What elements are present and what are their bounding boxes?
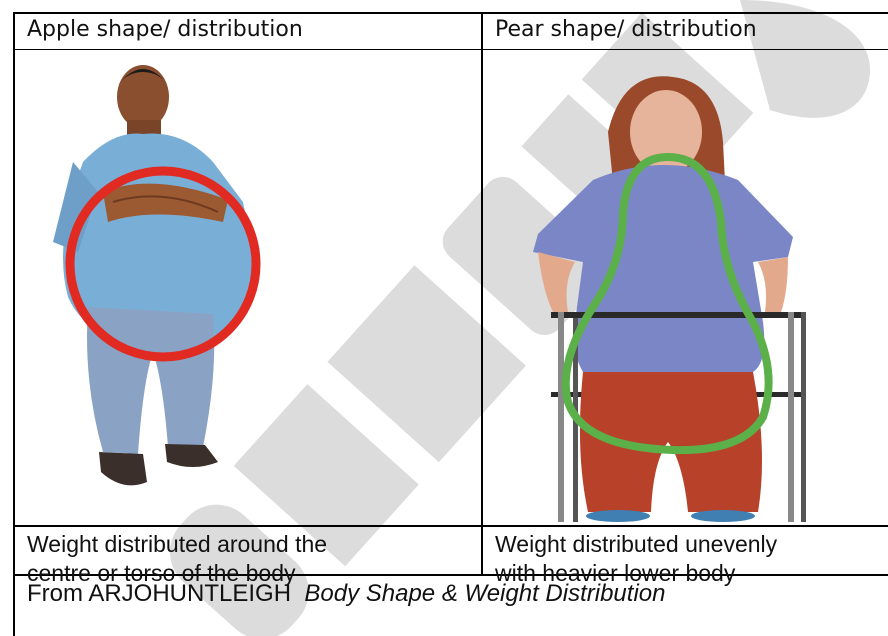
source-citation: From ARJOHUNTLEIGH Body Shape & Weight D… xyxy=(27,580,665,608)
image-divider xyxy=(13,525,888,527)
man-apple-shape-illustration xyxy=(43,52,283,507)
header-divider xyxy=(13,49,888,50)
table-border-left xyxy=(13,12,15,636)
source-prefix: From ARJOHUNTLEIGH xyxy=(27,580,291,607)
woman-pear-shape-illustration xyxy=(513,72,813,522)
table-divider-vertical xyxy=(481,12,483,575)
source-title: Body Shape & Weight Distribution xyxy=(304,580,665,607)
right-caption-line-1: Weight distributed unevenly xyxy=(495,530,777,559)
right-header: Pear shape/ distribution xyxy=(495,19,757,41)
left-header: Apple shape/ distribution xyxy=(27,19,303,41)
left-caption-line-1: Weight distributed around the xyxy=(27,530,327,559)
table-border-top xyxy=(13,12,888,14)
comparison-table: Apple shape/ distribution Pear shape/ di… xyxy=(13,12,888,636)
